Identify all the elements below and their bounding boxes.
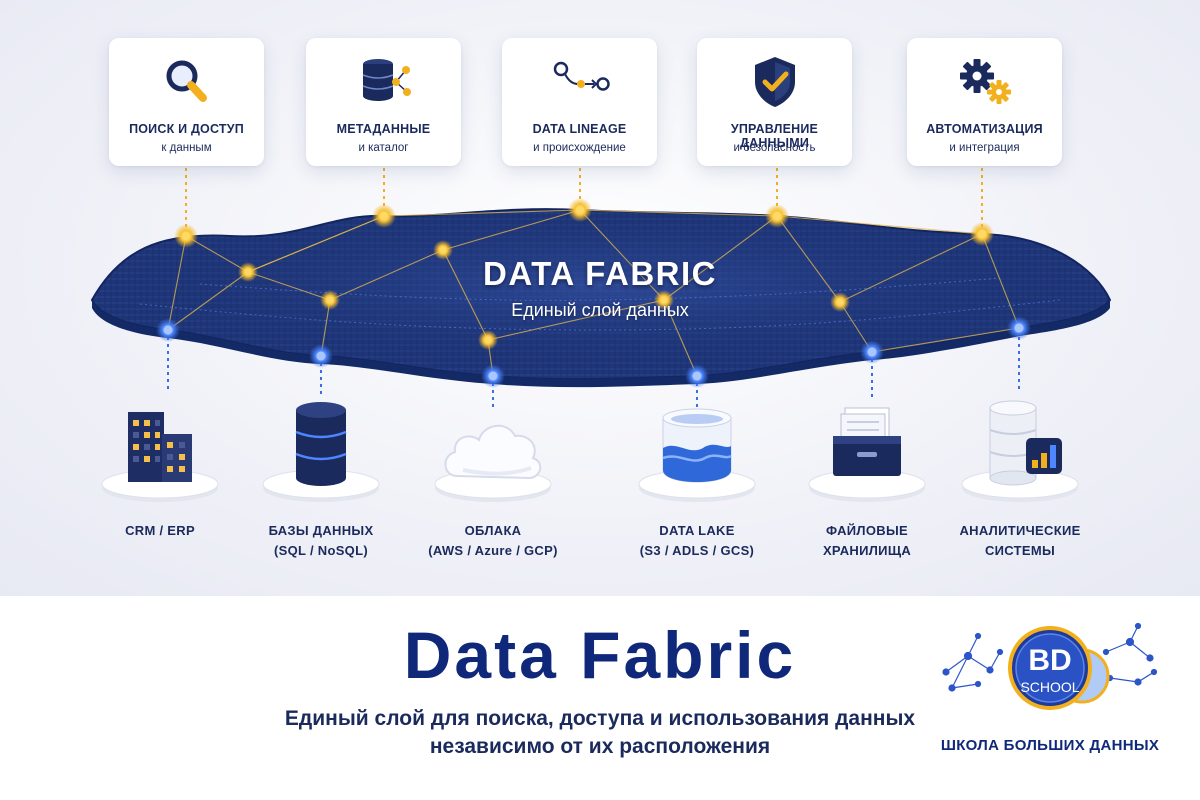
capability-title: ПОИСК И ДОСТУП <box>129 122 244 136</box>
page-subtitle-line2: независимо от их расположения <box>429 735 771 758</box>
capability-title: УПРАВЛЕНИЕ ДАННЫМИ <box>730 122 819 150</box>
source-title: ФАЙЛОВЫЕ <box>826 523 908 538</box>
capability-subtitle: и безопасность <box>733 142 816 154</box>
footer-panel <box>0 596 1200 800</box>
capability-card-automation: АВТОМАТИЗАЦИЯ и интеграция <box>907 38 1062 166</box>
data-fabric-sheet <box>90 168 1112 410</box>
logo-caption: ШКОЛА БОЛЬШИХ ДАННЫХ <box>940 737 1160 754</box>
analytics-db-icon <box>961 400 1079 502</box>
page-subtitle-line1: Единый слой для поиска, доступа и исполь… <box>284 707 916 730</box>
source-clouds: ОБЛАКА (AWS / Azure / GCP) <box>418 390 568 590</box>
page-title: Data Fabric <box>403 618 797 692</box>
capability-card-search: ПОИСК И ДОСТУП к данным <box>109 38 264 166</box>
capability-title: DATA LINEAGE <box>532 122 627 136</box>
file-storage-icon <box>808 407 926 502</box>
database-network-icon <box>362 59 411 101</box>
source-crm-erp: CRM / ERP <box>85 390 235 590</box>
capability-subtitle: и интеграция <box>949 142 1020 154</box>
buildings-icon <box>101 412 219 502</box>
source-title: CRM / ERP <box>125 523 195 538</box>
source-title: АНАЛИТИЧЕСКИЕ <box>959 523 1081 538</box>
source-analytics: АНАЛИТИЧЕСКИЕ СИСТЕМЫ <box>945 390 1095 590</box>
capability-subtitle: и происхождение <box>533 142 626 154</box>
capability-subtitle: к данным <box>161 142 212 154</box>
source-subtitle: СИСТЕМЫ <box>984 543 1056 558</box>
logo-mark: BD <box>1028 644 1071 677</box>
source-subtitle: (SQL / NoSQL) <box>274 543 368 558</box>
source-title: ОБЛАКА <box>464 523 522 538</box>
capability-card-lineage: DATA LINEAGE и происхождение <box>502 38 657 166</box>
cloud-icon <box>434 425 552 502</box>
fabric-subtitle: Единый слой данных <box>511 300 689 320</box>
gears-icon <box>959 59 1011 104</box>
lineage-flow-icon <box>553 61 610 91</box>
magnifier-icon <box>166 60 207 102</box>
source-subtitle: (S3 / ADLS / GCS) <box>639 543 755 558</box>
capability-title: МЕТАДАННЫЕ <box>336 122 431 136</box>
source-subtitle: ХРАНИЛИЩА <box>822 543 912 558</box>
capability-card-governance: УПРАВЛЕНИЕ ДАННЫМИ и безопасность <box>697 38 852 166</box>
capability-subtitle: и каталог <box>358 142 409 154</box>
logo-mark-sub: SCHOOL <box>1020 679 1079 695</box>
source-databases: БАЗЫ ДАННЫХ (SQL / NoSQL) <box>246 390 396 590</box>
shield-check-icon <box>754 57 795 107</box>
bd-school-logo: BD SCHOOL <box>942 622 1158 710</box>
capability-card-metadata: МЕТАДАННЫЕ и каталог <box>306 38 461 166</box>
fabric-title: DATA FABRIC <box>482 255 718 292</box>
source-data-lake: DATA LAKE (S3 / ADLS / GCS) <box>622 390 772 590</box>
database-icon <box>262 402 380 502</box>
source-file-storage: ФАЙЛОВЫЕ ХРАНИЛИЩА <box>792 390 942 590</box>
capability-title: АВТОМАТИЗАЦИЯ <box>926 122 1043 136</box>
source-title: БАЗЫ ДАННЫХ <box>268 523 374 538</box>
data-lake-icon <box>638 408 756 502</box>
source-subtitle: (AWS / Azure / GCP) <box>428 543 558 558</box>
source-title: DATA LAKE <box>659 523 735 538</box>
